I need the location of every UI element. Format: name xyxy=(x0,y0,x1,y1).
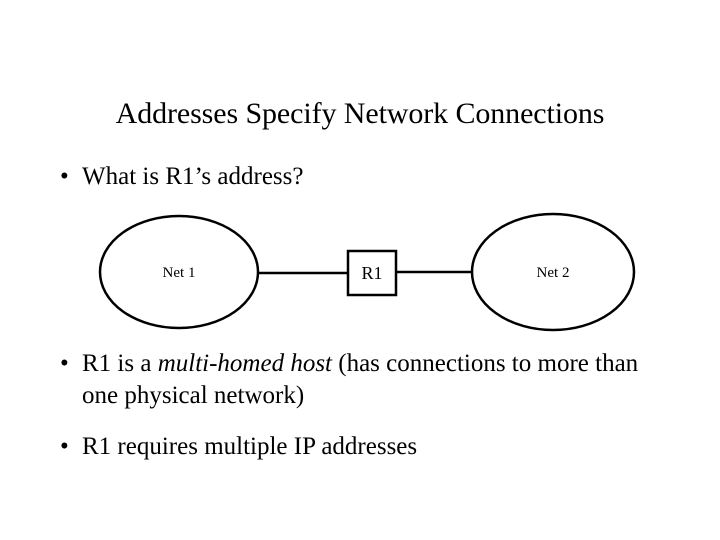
bullet-marker-icon: • xyxy=(60,350,69,377)
bullet-marker-icon: • xyxy=(60,163,69,190)
node-net2-label: Net 2 xyxy=(537,265,570,281)
bullet-text-multihomed: R1 is a multi-homed host (has connection… xyxy=(82,348,670,412)
bullet-item-addresses: • R1 requires multiple IP addresses xyxy=(60,431,660,463)
node-net1-label: Net 1 xyxy=(163,265,196,281)
node-r1-shape xyxy=(346,249,398,297)
bullet-item-multihomed: • R1 is a multi-homed host (has connecti… xyxy=(60,348,670,412)
node-net1-shape xyxy=(98,214,260,330)
node-r1-label: R1 xyxy=(361,263,382,283)
bullet-text-lead: R1 is a xyxy=(82,350,158,377)
bullet-marker-icon: • xyxy=(60,433,69,460)
node-net2-shape xyxy=(470,212,636,332)
bullet-text-emphasis: multi-homed host xyxy=(157,350,332,377)
page-title: Addresses Specify Network Connections xyxy=(115,97,605,131)
bullet-text-tail: (has connections to more than one physic… xyxy=(82,350,639,409)
bullet-text-question: What is R1’s address? xyxy=(82,163,304,190)
network-diagram: Net 1 R1 Net 2 xyxy=(90,205,650,340)
bullet-item-question: • What is R1’s address? xyxy=(60,161,660,193)
bullet-text-addresses: R1 requires multiple IP addresses xyxy=(82,433,418,460)
